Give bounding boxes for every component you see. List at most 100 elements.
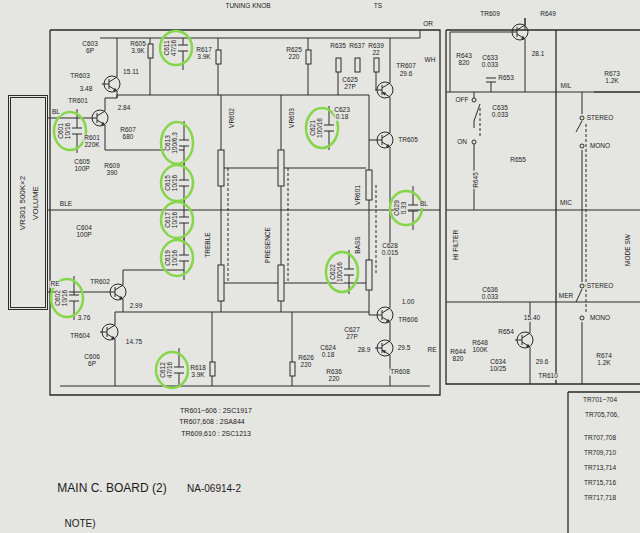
component-label: R673 bbox=[603, 71, 621, 78]
component-label: 10/16 bbox=[172, 211, 179, 229]
component-label: R618 bbox=[189, 365, 207, 372]
resistor-symbol bbox=[336, 58, 341, 72]
resistor-symbol bbox=[290, 362, 295, 376]
transistor-symbol bbox=[375, 126, 393, 154]
component-label: 3.48 bbox=[79, 86, 94, 93]
component-label: TR610 bbox=[537, 373, 559, 380]
component-label: R609 bbox=[103, 163, 121, 170]
part-label: VOLUME bbox=[32, 185, 40, 221]
component-label: 820 bbox=[452, 356, 465, 363]
gang-link bbox=[228, 108, 586, 312]
component-label: 100/16 bbox=[337, 261, 344, 283]
component-label: 1.2K bbox=[596, 360, 611, 367]
component-label: 0.33 bbox=[401, 201, 408, 216]
switch-lever bbox=[576, 121, 582, 302]
component-label: C633 bbox=[481, 55, 499, 62]
component-label: 3.76 bbox=[77, 315, 92, 322]
transistor-symbol bbox=[515, 326, 533, 354]
component-label: C605 bbox=[73, 159, 91, 166]
component-label: BLE bbox=[59, 201, 73, 208]
component-label: STEREO bbox=[586, 283, 615, 290]
highlight-circle bbox=[160, 31, 192, 65]
component-label: C604 bbox=[75, 225, 93, 232]
transistor-symbol bbox=[510, 18, 528, 46]
component-label: 6P bbox=[85, 48, 95, 55]
component-label: RE bbox=[426, 347, 437, 354]
component-label: 100K bbox=[471, 347, 488, 354]
component-label: STEREO bbox=[586, 115, 615, 122]
resistor-symbol bbox=[216, 50, 221, 64]
component-label: PRESENCE bbox=[265, 226, 272, 264]
component-label: TR713,714 bbox=[583, 465, 617, 472]
component-label: MIC bbox=[559, 200, 573, 207]
component-label: R674 bbox=[595, 353, 613, 360]
component-label: C635 bbox=[491, 105, 509, 112]
component-label: C601 bbox=[58, 122, 65, 140]
component-label: R607 bbox=[119, 127, 137, 134]
component-label: R617 bbox=[195, 47, 213, 54]
component-label: R639 bbox=[367, 43, 385, 50]
resistor-symbol bbox=[306, 50, 311, 64]
switch-contact bbox=[580, 144, 584, 148]
component-label: R605 bbox=[129, 41, 147, 48]
potentiometer-symbol bbox=[278, 265, 284, 301]
potentiometer-symbol bbox=[366, 260, 372, 290]
potentiometer-symbol bbox=[218, 150, 224, 186]
component-label: 10/16 bbox=[172, 174, 179, 192]
component-label: 100/16 bbox=[317, 117, 324, 139]
component-label: 27P bbox=[343, 84, 357, 91]
component-label: 3.9K bbox=[196, 54, 211, 61]
highlight-circle bbox=[161, 165, 193, 201]
component-label: WH bbox=[424, 57, 437, 64]
component-label: VR603 bbox=[289, 107, 296, 129]
switch-contact bbox=[472, 98, 476, 102]
component-label: TR709,710 bbox=[583, 450, 617, 457]
component-label: C611 bbox=[164, 39, 171, 56]
resistor-symbol bbox=[148, 44, 379, 376]
component-label: 100/6.3 bbox=[172, 131, 179, 155]
component-label: MONO bbox=[589, 143, 611, 150]
transistor-symbol bbox=[102, 70, 120, 98]
transistor-symbol bbox=[375, 301, 393, 329]
component-label: ON bbox=[456, 139, 468, 146]
component-label: C627 bbox=[343, 327, 361, 334]
component-label: TR707,708 bbox=[583, 435, 617, 442]
board-outline bbox=[50, 30, 640, 533]
component-label: TR604 bbox=[69, 333, 91, 340]
highlight-circle bbox=[51, 31, 422, 388]
component-label: TR717,718 bbox=[583, 495, 617, 502]
component-label: 1.2K bbox=[604, 78, 619, 85]
component-label: BL bbox=[51, 109, 61, 116]
transistor-symbol bbox=[90, 104, 108, 132]
component-label: C629 bbox=[394, 199, 401, 217]
component-label: R655 bbox=[509, 157, 527, 164]
component-label: R635 bbox=[329, 43, 347, 50]
component-label: 100P bbox=[75, 232, 92, 239]
component-label: R601 bbox=[83, 135, 101, 142]
component-label: 28.1 bbox=[531, 51, 546, 58]
component-label: MODE SW bbox=[625, 233, 632, 267]
component-label: TR608 bbox=[389, 369, 411, 376]
component-label: C625 bbox=[341, 77, 359, 84]
component-label: 29.5 bbox=[397, 345, 412, 352]
component-label: MIL bbox=[560, 83, 573, 90]
component-label: 47/16 bbox=[171, 39, 178, 57]
highlight-circle bbox=[326, 252, 358, 292]
component-label: C612 bbox=[160, 361, 167, 379]
component-label: TR607 bbox=[395, 63, 417, 70]
note-text: MAIN C. BOARD (2) bbox=[56, 482, 167, 494]
component-label: BASS bbox=[355, 235, 362, 254]
potentiometer-symbol bbox=[218, 150, 372, 301]
component-label: 390 bbox=[106, 170, 119, 177]
component-label: 0.18 bbox=[321, 352, 336, 359]
resistor-symbol bbox=[148, 44, 153, 58]
potentiometer-symbol bbox=[366, 170, 372, 200]
component-label: C622 bbox=[330, 263, 337, 281]
highlight-circle bbox=[161, 202, 193, 238]
note-text: TR607,608 : 2SA844 bbox=[178, 418, 245, 425]
component-label: 820 bbox=[458, 60, 471, 67]
component-label: TR602 bbox=[89, 279, 111, 286]
component-label: OFF bbox=[455, 97, 470, 104]
